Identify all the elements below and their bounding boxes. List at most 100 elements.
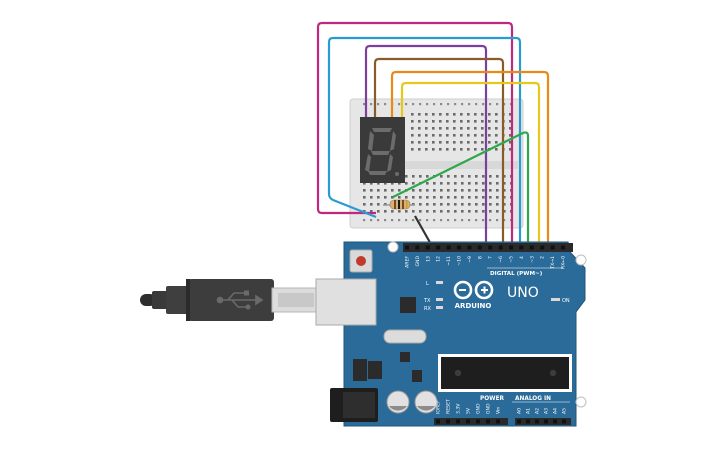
header-pin-hole[interactable] bbox=[477, 245, 482, 250]
breadboard-hole bbox=[467, 141, 470, 144]
breadboard-hole bbox=[391, 182, 394, 185]
breadboard-hole bbox=[453, 141, 456, 144]
header-pin-hole[interactable] bbox=[562, 419, 566, 424]
header-pin-hole[interactable] bbox=[446, 419, 450, 424]
pin-label: ~10 bbox=[457, 256, 463, 266]
breadboard-hole bbox=[453, 148, 456, 151]
pin-label: TX→1 bbox=[550, 256, 556, 270]
header-pin-hole[interactable] bbox=[544, 419, 548, 424]
header-pin-hole[interactable] bbox=[436, 419, 440, 424]
breadboard-hole bbox=[433, 210, 436, 213]
breadboard-hole bbox=[496, 219, 499, 222]
pin-label: Vin bbox=[496, 407, 502, 414]
breadboard-hole bbox=[496, 189, 499, 192]
breadboard-hole bbox=[447, 189, 450, 192]
breadboard-hole bbox=[439, 134, 442, 137]
pin-label: 7 bbox=[488, 256, 494, 259]
header-pin-hole[interactable] bbox=[488, 245, 493, 250]
wire-brown[interactable] bbox=[373, 57, 505, 246]
analog-header[interactable] bbox=[515, 418, 571, 425]
header-pin-hole[interactable] bbox=[535, 419, 539, 424]
header-pin-hole[interactable] bbox=[415, 245, 420, 250]
resistor[interactable] bbox=[383, 199, 415, 210]
breadboard-hole bbox=[433, 219, 436, 222]
wires[interactable] bbox=[316, 21, 550, 247]
breadboard-hole bbox=[488, 127, 491, 130]
breadboard-hole bbox=[509, 127, 512, 130]
pin-label: GND bbox=[476, 403, 482, 414]
header-pin-hole[interactable] bbox=[446, 245, 451, 250]
header-pin-hole[interactable] bbox=[529, 245, 534, 250]
digital-header[interactable] bbox=[403, 243, 573, 252]
breadboard-hole bbox=[433, 189, 436, 192]
header-pin-hole[interactable] bbox=[425, 245, 430, 250]
breadboard-hole bbox=[468, 219, 471, 222]
breadboard-hole bbox=[482, 182, 485, 185]
wire-purple[interactable] bbox=[364, 44, 488, 246]
wire-magenta[interactable] bbox=[316, 21, 514, 246]
header-pin-hole[interactable] bbox=[456, 419, 460, 424]
wire-orange[interactable] bbox=[390, 70, 550, 246]
header-pin-hole[interactable] bbox=[526, 419, 530, 424]
header-pin-hole[interactable] bbox=[457, 245, 461, 250]
pin-label: RESET bbox=[446, 399, 452, 414]
breadboard-hole bbox=[481, 113, 484, 116]
wire-yellow[interactable] bbox=[400, 81, 541, 246]
header-pin-hole[interactable] bbox=[517, 419, 521, 424]
breadboard-hole bbox=[467, 120, 470, 123]
seven-segment-display[interactable] bbox=[360, 117, 405, 183]
header-pin-hole[interactable] bbox=[519, 245, 524, 250]
breadboard-hole bbox=[425, 148, 428, 151]
breadboard-hole bbox=[482, 196, 485, 199]
breadboard-hole bbox=[496, 103, 499, 106]
reset-button[interactable] bbox=[349, 249, 373, 273]
breadboard-hole bbox=[425, 113, 428, 116]
wire-green[interactable] bbox=[392, 131, 530, 246]
header-pin-hole[interactable] bbox=[550, 245, 555, 250]
header-pin-hole[interactable] bbox=[509, 245, 513, 250]
header-pin-hole[interactable] bbox=[486, 419, 490, 424]
header-pin-hole[interactable] bbox=[561, 245, 565, 250]
breadboard-hole bbox=[405, 196, 408, 199]
breadboard-hole bbox=[474, 134, 477, 137]
breadboard-hole bbox=[475, 210, 478, 213]
breadboard-hole bbox=[475, 182, 478, 185]
breadboard-hole bbox=[474, 113, 477, 116]
breadboard-hole bbox=[377, 203, 380, 206]
header-pin-hole[interactable] bbox=[467, 245, 472, 250]
header-pin-hole[interactable] bbox=[405, 245, 409, 250]
breadboard-hole bbox=[412, 189, 415, 192]
header-pin-hole[interactable] bbox=[553, 419, 557, 424]
usb-cable-icon[interactable] bbox=[140, 279, 321, 321]
breadboard-hole bbox=[432, 127, 435, 130]
breadboard-hole bbox=[426, 219, 429, 222]
breadboard-hole bbox=[370, 219, 373, 222]
breadboard-hole bbox=[426, 210, 429, 213]
header-pin-hole[interactable] bbox=[496, 419, 500, 424]
breadboard-hole bbox=[384, 103, 387, 106]
header-pin-hole[interactable] bbox=[476, 419, 480, 424]
breadboard-hole bbox=[377, 219, 380, 222]
breadboard-hole bbox=[446, 120, 449, 123]
atmega-chip bbox=[438, 354, 572, 392]
header-pin-hole[interactable] bbox=[498, 245, 503, 250]
header-pin-hole[interactable] bbox=[436, 245, 441, 250]
wire-cyan[interactable] bbox=[327, 36, 522, 246]
breadboard-hole bbox=[468, 175, 471, 178]
pin-label: A0 bbox=[517, 408, 523, 414]
breadboard-hole bbox=[418, 127, 421, 130]
breadboard-hole bbox=[454, 182, 457, 185]
breadboard-hole bbox=[489, 210, 492, 213]
power-header[interactable] bbox=[434, 418, 508, 425]
breadboard-hole bbox=[488, 113, 491, 116]
breadboard-hole bbox=[370, 103, 373, 106]
breadboard-hole bbox=[370, 196, 373, 199]
wire-black[interactable] bbox=[414, 215, 433, 247]
header-pin-hole[interactable] bbox=[540, 245, 545, 250]
header-pin-hole[interactable] bbox=[466, 419, 470, 424]
arduino-uno-board[interactable]: ARDUINO UNO L TX RX ON DIGITAL (PWM~) PO… bbox=[315, 241, 587, 427]
breadboard-hole bbox=[468, 210, 471, 213]
usb-symbol-icon bbox=[216, 290, 264, 310]
